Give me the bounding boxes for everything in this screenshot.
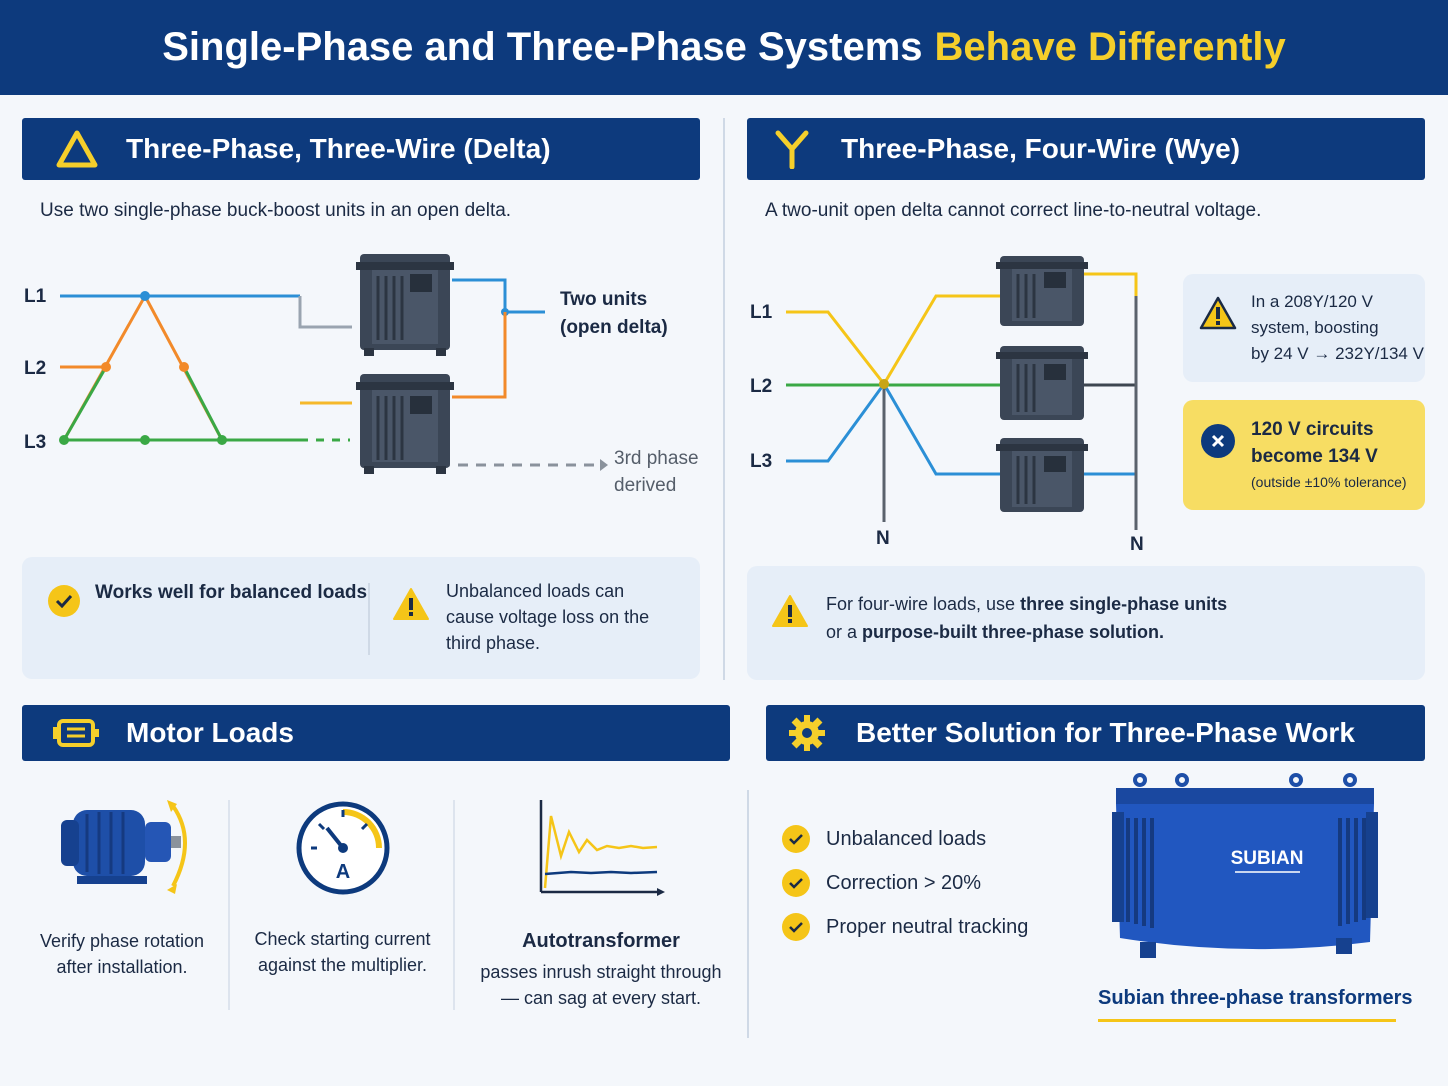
transformer-brand-label: SUBIAN — [1231, 848, 1304, 869]
ammeter-icon: A — [296, 801, 389, 895]
delta-l3-label: L3 — [24, 432, 47, 453]
wye-info-text: In a 208Y/120 V system, boosting by 24 V… — [1251, 292, 1424, 363]
warning-icon — [771, 594, 809, 633]
tolerance-text: (outside ±10% tolerance) — [1251, 474, 1407, 490]
wye-l2-label: L2 — [750, 376, 773, 397]
better-item: Proper neutral tracking — [782, 912, 1028, 942]
inrush-chart-icon — [539, 800, 665, 896]
motor-rotation-text: Verify phase rotation after installation… — [39, 931, 205, 977]
electric-motor-icon — [61, 800, 187, 894]
wye-heading: Three-Phase, Four-Wire (Wye) — [841, 133, 1241, 164]
wye-subtitle: A two-unit open delta cannot correct lin… — [765, 200, 1262, 221]
warning-icon — [392, 587, 430, 626]
wye-symbol-icon — [757, 118, 827, 180]
three-phase-transformer-image: SUBIAN — [1112, 773, 1378, 958]
wye-l1-label: L1 — [750, 302, 773, 323]
delta-header: Three-Phase, Three-Wire (Delta) — [22, 118, 700, 180]
motor-current-item: A Check starting current against the mul… — [240, 798, 445, 978]
check-icon — [782, 869, 810, 897]
wye-alert-text: 120 V circuits become 134 V — [1251, 419, 1378, 467]
divider — [228, 800, 230, 1010]
wye-recommendation: For four-wire loads, use three single-ph… — [747, 566, 1425, 680]
motor-autotransformer-item: Autotransformer passes inrush straight t… — [470, 796, 732, 1011]
better-list: Unbalanced loads Correction > 20% Proper… — [782, 824, 1028, 942]
motor-header: Motor Loads — [22, 705, 730, 761]
meter-letter: A — [335, 861, 349, 883]
delta-diagram — [59, 254, 608, 474]
wye-info-box: In a 208Y/120 V system, boosting by 24 V… — [1183, 274, 1425, 382]
panel-divider — [747, 790, 749, 1038]
wye-recommendation-text: For four-wire loads, use three single-ph… — [826, 594, 1228, 642]
delta-notes: Works well for balanced loads Unbalanced… — [22, 557, 700, 679]
panel-divider — [723, 118, 725, 680]
better-header: Better Solution for Three-Phase Work — [766, 705, 1425, 761]
delta-warn-text: Unbalanced loads can cause voltage loss … — [446, 581, 650, 653]
autotransformer-title: Autotransformer — [522, 930, 680, 952]
motor-heading: Motor Loads — [126, 717, 294, 748]
caption-underline — [1098, 1019, 1396, 1022]
better-item: Unbalanced loads — [782, 824, 1028, 854]
transformer-caption: Subian three-phase transformers — [1098, 987, 1413, 1009]
better-item: Correction > 20% — [782, 868, 1028, 898]
delta-good-text: Works well for balanced loads — [95, 582, 368, 603]
third-phase-label: 3rd phase derived — [614, 448, 699, 496]
wye-alert-box: 120 V circuits become 134 V (outside ±10… — [1183, 400, 1425, 510]
warning-triangle-icon — [42, 118, 112, 180]
wye-l3-label: L3 — [750, 451, 773, 472]
motor-current-text: Check starting current against the multi… — [254, 929, 431, 975]
motor-rotation-item: Verify phase rotation after installation… — [22, 790, 222, 980]
wye-diagram — [786, 256, 1138, 530]
divider — [453, 800, 455, 1010]
gear-icon — [772, 705, 842, 761]
page-title-highlight: Behave Differently — [934, 25, 1286, 69]
wye-header: Three-Phase, Four-Wire (Wye) — [747, 118, 1425, 180]
page-title: Single-Phase and Three-Phase Systems — [162, 25, 923, 69]
wye-neutral-label-2: N — [1130, 534, 1144, 555]
x-icon — [1201, 424, 1235, 458]
check-icon — [48, 585, 80, 617]
delta-l2-label: L2 — [24, 358, 47, 379]
divider — [368, 583, 370, 655]
delta-heading: Three-Phase, Three-Wire (Delta) — [126, 133, 551, 164]
motor-icon — [42, 705, 112, 761]
autotransformer-text: passes inrush straight through — can sag… — [480, 962, 722, 1008]
wye-neutral-label-1: N — [876, 528, 890, 549]
better-heading: Better Solution for Three-Phase Work — [856, 717, 1355, 748]
delta-l1-label: L1 — [24, 286, 47, 307]
delta-subtitle: Use two single-phase buck-boost units in… — [40, 200, 512, 221]
page-header: Single-Phase and Three-Phase Systems Beh… — [0, 0, 1448, 95]
check-icon — [782, 913, 810, 941]
warning-icon — [1199, 296, 1237, 335]
two-units-label: Two units (open delta) — [560, 289, 668, 338]
check-icon — [782, 825, 810, 853]
